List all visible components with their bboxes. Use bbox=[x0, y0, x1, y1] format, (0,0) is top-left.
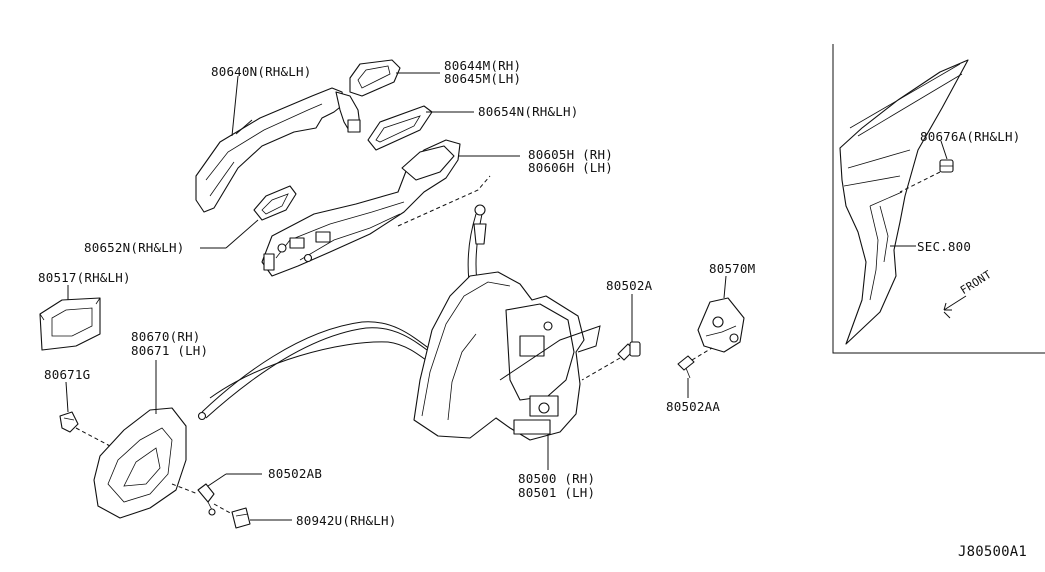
callout-80645m: 80645M(LH) bbox=[444, 71, 522, 86]
callout-80606h: 80606H (LH) bbox=[528, 160, 613, 175]
callout-80570m: 80570M bbox=[709, 261, 756, 276]
screw-80502aa bbox=[677, 355, 695, 379]
callout-80500: 80500 (RH) bbox=[518, 471, 596, 486]
callout-80502a: 80502A bbox=[606, 278, 653, 293]
screw-80502ab bbox=[197, 483, 216, 516]
clip-80676a bbox=[939, 159, 954, 173]
callout-80942u: 80942U(RH&LH) bbox=[296, 513, 397, 528]
screw-80502a bbox=[617, 341, 641, 361]
clip-80942u bbox=[231, 507, 251, 529]
callout-80517: 80517(RH&LH) bbox=[38, 270, 131, 285]
callout-80605h: 80605H (RH) bbox=[528, 147, 613, 162]
body-section-inset bbox=[832, 44, 1045, 354]
diagram-code: J80500A1 bbox=[958, 544, 1028, 560]
inside-handle-80670 bbox=[93, 407, 187, 519]
clip-80671g bbox=[59, 411, 79, 433]
handle-bracket-80605h bbox=[261, 139, 461, 277]
callout-80640n: 80640N(RH&LH) bbox=[211, 64, 312, 79]
callout-80671g: 80671G bbox=[44, 367, 91, 382]
callout-80671: 80671 (LH) bbox=[131, 343, 209, 358]
gasket-80652n bbox=[253, 185, 297, 221]
pad-80517 bbox=[39, 297, 101, 351]
striker-80570m bbox=[697, 297, 745, 353]
callout-80654n: 80654N(RH&LH) bbox=[478, 104, 579, 119]
outside-handle-80640n bbox=[195, 87, 361, 213]
section-reference: SEC.800 bbox=[917, 239, 972, 254]
key-escutcheon-80644m bbox=[349, 59, 401, 97]
callout-80652n: 80652N(RH&LH) bbox=[84, 240, 185, 255]
callout-80670: 80670(RH) bbox=[131, 329, 201, 344]
callout-80501: 80501 (LH) bbox=[518, 485, 596, 500]
door-lock-80500 bbox=[413, 271, 601, 441]
callout-80676a: 80676A(RH&LH) bbox=[920, 129, 1021, 144]
front-arrow-icon bbox=[943, 295, 967, 319]
callout-80502aa: 80502AA bbox=[666, 399, 721, 414]
gasket-80654n bbox=[367, 105, 433, 151]
callout-80644m: 80644M(RH) bbox=[444, 58, 522, 73]
callout-80502ab: 80502AB bbox=[268, 466, 323, 481]
